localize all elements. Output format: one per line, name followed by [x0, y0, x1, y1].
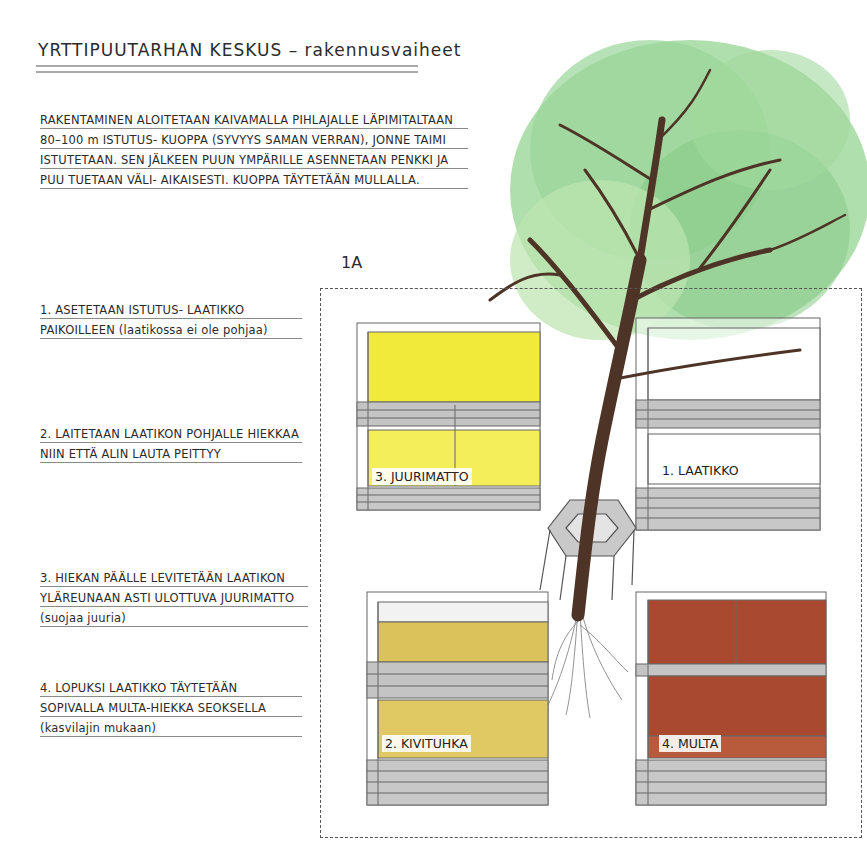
planter-box: 2. KIVITUHKA	[368, 593, 549, 806]
intro-note: RAKENTAMINEN ALOITETAAN KAIVAMALLA PIHLA…	[40, 110, 468, 190]
box-label: 3. JUURIMATTO	[372, 468, 472, 485]
planter-box	[636, 592, 826, 805]
tree-canopy	[510, 40, 867, 340]
planter-box: 4. MULTA	[637, 593, 827, 806]
plan-region: 1A3. JUURIMATTO1. LAATIKKO2. KIVITUHKA4.…	[320, 288, 862, 838]
box-label: 2. KIVITUHKA	[382, 735, 471, 752]
box-label: 4. MULTA	[659, 735, 721, 752]
step-note: 2. LAITETAAN LAATIKON POHJALLE HIEKKAA N…	[40, 424, 302, 464]
tree-roots	[548, 610, 628, 718]
title: YRTTIPUUTARHAN KESKUS – rakennusvaiheet	[38, 40, 461, 60]
title-underline	[36, 65, 418, 66]
step-note: 3. HIEKAN PÄÄLLE LEVITETÄÄN LAATIKON YLÄ…	[40, 568, 308, 628]
step-note: 4. LOPUKSI LAATIKKO TÄYTETÄÄN SOPIVALLA …	[40, 678, 302, 738]
box-label: 1. LAATIKKO	[659, 462, 742, 479]
step-note: 1. ASETETAAN ISTUTUS- LAATIKKO PAIKOILLE…	[40, 300, 302, 340]
planter-box	[357, 323, 540, 510]
planter-box: 1. LAATIKKO	[637, 319, 821, 531]
planter-box: 3. JUURIMATTO	[358, 324, 541, 511]
region-label: 1A	[341, 253, 362, 272]
title-underline	[36, 72, 418, 73]
tree-trunk	[490, 70, 845, 615]
planter-box	[367, 592, 548, 805]
